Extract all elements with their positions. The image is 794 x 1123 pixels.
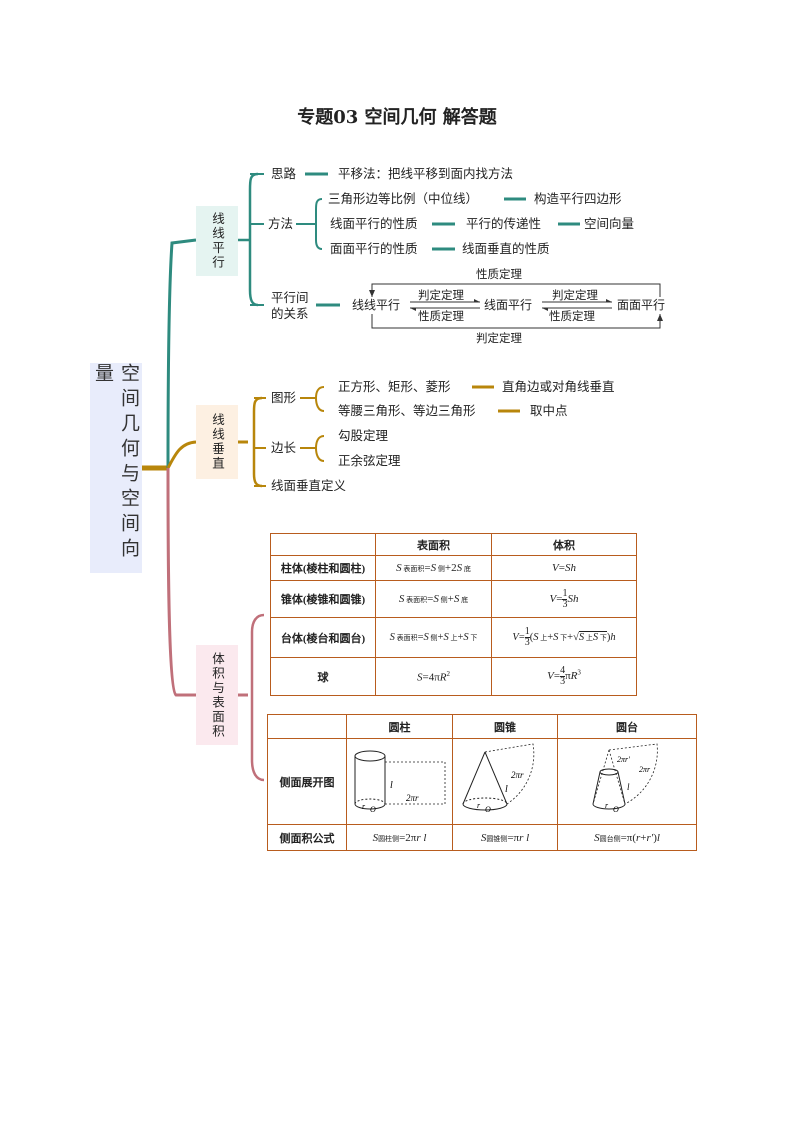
rel-top-b: 判定定理 [552,288,598,302]
svg-text:l: l [390,780,393,791]
table2-header-cylinder: 圆柱 [346,714,453,739]
table2-row-net: 侧面展开图 [267,738,347,825]
svg-text:r: r [605,801,609,810]
shape-2a: 等腰三角形、等边三角形 [338,403,476,418]
method-2a: 线面平行的性质 [330,216,418,231]
method-1a: 三角形边等比例（中位线） [328,191,479,206]
node-silu-content: 平移法：把线平移到面内找方法 [338,166,514,181]
relation-label-1: 平行间 [271,290,309,305]
frustum-net-figure: 2πr′ 2πr l r O [557,738,697,825]
svg-text:r: r [477,801,481,810]
rel-outer-top: 性质定理 [476,267,522,281]
table1-row-pyramid: 锥体(棱锥和圆锥) [270,580,376,618]
node-def: 线面垂直定义 [271,478,347,493]
rel-node-line-line: 线线平行 [352,298,401,312]
rel-bottom-a: 性质定理 [418,309,464,323]
node-silu: 思路 [271,166,297,181]
svg-text:2πr: 2πr [639,765,651,774]
frustum-lateral-formula: S圆台侧=π(r+r′)l [557,824,697,851]
table1-header-empty [270,533,376,556]
cylinder-net-figure: l 2πr r O [346,738,453,825]
formula-prism-surface: S 表面积=S 侧+2S 底 [375,555,492,581]
method-3b: 线面垂直的性质 [462,241,550,256]
branch-volume: 体积与表面积 [196,645,238,745]
svg-text:r: r [362,802,366,811]
method-2b: 平行的传递性 [466,216,542,231]
rel-bottom-b: 性质定理 [549,309,595,323]
shape-2b: 取中点 [530,403,568,418]
table1-row-prism: 柱体(棱柱和圆柱) [270,555,376,581]
rel-node-plane-plane: 面面平行 [617,298,666,312]
cone-net-figure: 2πr l r O [452,738,558,825]
branch-perpendicular: 线线垂直 [196,405,238,479]
table2-header-frustum: 圆台 [557,714,697,739]
method-3a: 面面平行的性质 [330,241,418,256]
node-edge: 边长 [271,440,297,455]
node-shape: 图形 [271,390,297,405]
svg-text:O: O [370,805,376,814]
table1-header-volume: 体积 [491,533,637,556]
root-topic: 空间几何与空间向量 [90,363,142,573]
svg-text:l: l [505,784,508,795]
svg-text:O: O [485,805,491,814]
formula-pyramid-surface: S 表面积=S 侧+S 底 [375,580,492,618]
branch-parallel: 线线平行 [196,206,238,276]
method-2c: 空间向量 [584,216,635,231]
rel-top-a: 判定定理 [418,288,464,302]
cone-lateral-formula: S圆锥侧=πr l [452,824,558,851]
svg-text:2πr: 2πr [406,793,419,803]
formula-table: 表面积 体积 柱体(棱柱和圆柱) S 表面积=S 侧+2S 底 V=Sh 锥体(… [270,533,637,696]
table2-header-cone: 圆锥 [452,714,558,739]
node-fangfa: 方法 [268,216,294,231]
svg-text:2πr: 2πr [511,770,524,780]
svg-text:O: O [613,805,619,814]
formula-prism-volume: V=Sh [491,555,637,581]
formula-sphere-surface: S=4πR2 [375,657,492,696]
edge-2: 正余弦定理 [338,453,401,468]
table1-row-sphere: 球 [270,657,376,696]
svg-text:l: l [627,782,630,792]
shape-1b: 直角边或对角线垂直 [502,379,615,394]
page-title: 专题03 空间几何 解答题 [297,107,497,128]
cylinder-lateral-formula: S圆柱侧=2πr l [346,824,453,851]
table2-row-formula: 侧面积公式 [267,824,347,851]
method-1b: 构造平行四边形 [534,191,622,206]
table1-row-frustum: 台体(棱台和圆台) [270,617,376,658]
relation-label-2: 的关系 [271,306,309,321]
shape-1a: 正方形、矩形、菱形 [338,379,451,394]
table1-header-surface: 表面积 [375,533,492,556]
rel-outer-bottom: 判定定理 [476,331,522,345]
lateral-table: 圆柱 圆锥 圆台 侧面展开图 l 2πr r O [267,714,697,851]
formula-frustum-surface: S 表面积=S 侧+S 上+S 下 [375,617,492,658]
table2-header-empty [267,714,347,739]
svg-text:2πr′: 2πr′ [617,755,630,764]
rel-node-line-plane: 线面平行 [484,298,533,312]
edge-1: 勾股定理 [338,428,389,443]
